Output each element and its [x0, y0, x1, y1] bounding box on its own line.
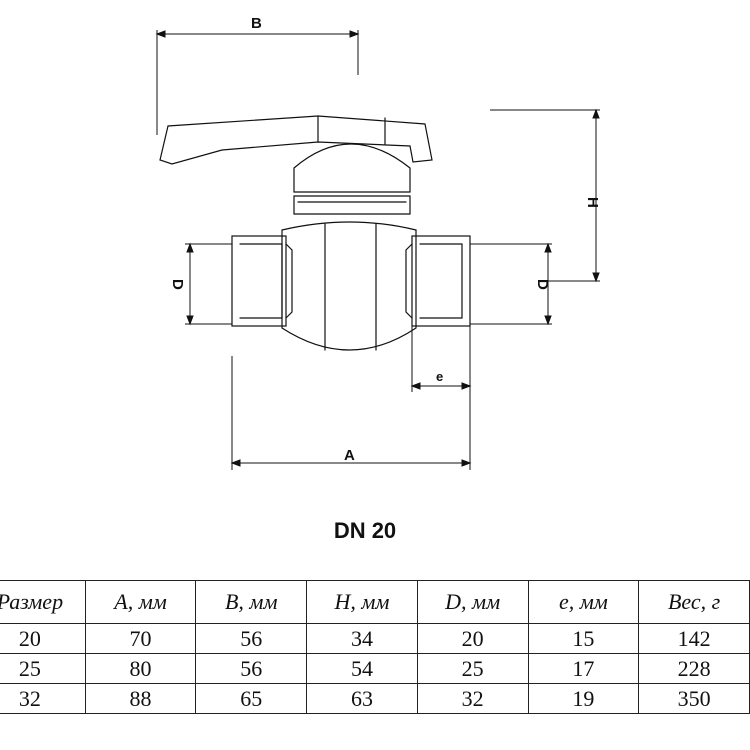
- header-a: A, мм: [84, 580, 197, 624]
- header-h: H, мм: [306, 580, 418, 624]
- dim-label-a: A: [344, 447, 355, 464]
- header-d: D, мм: [416, 580, 529, 624]
- table-cell: 63: [306, 683, 418, 714]
- table-cell: 142: [638, 623, 750, 654]
- dim-label-d-left: D: [169, 279, 186, 290]
- dim-label-e: e: [436, 369, 443, 384]
- table-cell: 20: [0, 623, 86, 654]
- header-b: B, мм: [195, 580, 308, 624]
- table-cell: 350: [638, 683, 750, 714]
- header-size: Размер: [0, 580, 86, 624]
- dim-label-b: B: [251, 15, 262, 32]
- valve-body: [281, 221, 417, 351]
- specification-table: Размер A, мм B, мм H, мм D, мм e, мм Вес…: [0, 580, 750, 714]
- table-cell: 88: [84, 683, 197, 714]
- table-header-row: Размер A, мм B, мм H, мм D, мм e, мм Вес…: [0, 580, 750, 624]
- table-cell: 56: [195, 653, 308, 684]
- header-e: e, мм: [527, 580, 640, 624]
- valve-stem: [293, 143, 411, 193]
- table-cell: 15: [527, 623, 640, 654]
- table-cell: 54: [306, 653, 418, 684]
- dim-label-h: H: [584, 197, 601, 208]
- header-weight: Вес, г: [638, 580, 750, 624]
- left-socket: [231, 235, 287, 327]
- handle-hub: [317, 115, 386, 145]
- table-cell: 32: [0, 683, 86, 714]
- table-cell: 25: [416, 653, 529, 684]
- right-socket: [411, 235, 471, 327]
- valve-drawing: B H D D e A: [155, 15, 601, 470]
- table-cell: 17: [527, 653, 640, 684]
- dim-label-d-right: D: [534, 279, 551, 290]
- drawing-caption: DN 20: [333, 518, 397, 543]
- table-row: 25 80 56 54 25 17 228: [0, 653, 750, 684]
- table-cell: 20: [416, 623, 529, 654]
- table-row: 32 88 65 63 32 19 350: [0, 683, 750, 714]
- table-cell: 32: [416, 683, 529, 714]
- table-cell: 80: [84, 653, 197, 684]
- handle-lever: [159, 115, 433, 165]
- table-cell: 19: [527, 683, 640, 714]
- table-cell: 228: [638, 653, 750, 684]
- table-cell: 70: [84, 623, 197, 654]
- table-cell: 65: [195, 683, 308, 714]
- table-cell: 34: [306, 623, 418, 654]
- table-row: 20 70 56 34 20 15 142: [0, 623, 750, 654]
- table-cell: 25: [0, 653, 86, 684]
- table-cell: 56: [195, 623, 308, 654]
